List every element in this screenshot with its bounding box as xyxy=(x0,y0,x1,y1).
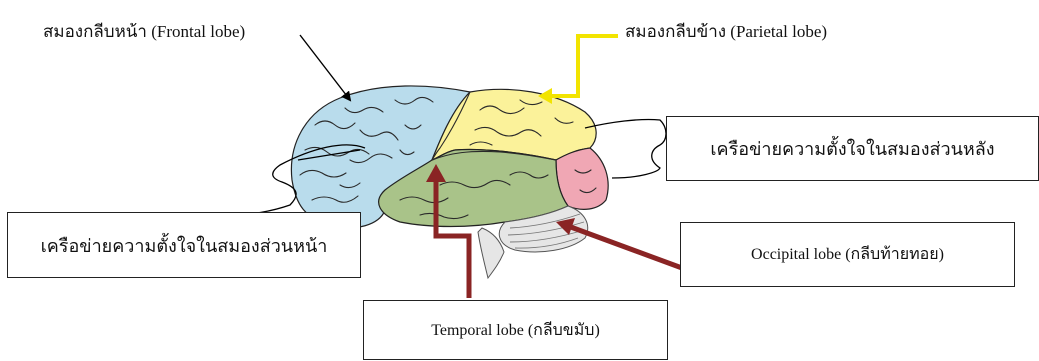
parietal-lobe-label: สมองกลีบข้าง (Parietal lobe) xyxy=(625,22,827,42)
frontal-lobe-label: สมองกลีบหน้า (Frontal lobe) xyxy=(43,22,245,42)
anterior-attention-network-box: เครือข่ายความตั้งใจในสมองส่วนหน้า xyxy=(7,212,361,278)
posterior-attention-network-box: เครือข่ายความตั้งใจในสมองส่วนหลัง xyxy=(666,116,1039,181)
temporal-lobe-box: Temporal lobe (กลีบขมับ) xyxy=(363,300,668,360)
parietal-arrow xyxy=(538,36,618,104)
frontal-pointer xyxy=(300,35,350,100)
occipital-lobe-box: Occipital lobe (กลีบท้ายทอย) xyxy=(680,222,1015,287)
